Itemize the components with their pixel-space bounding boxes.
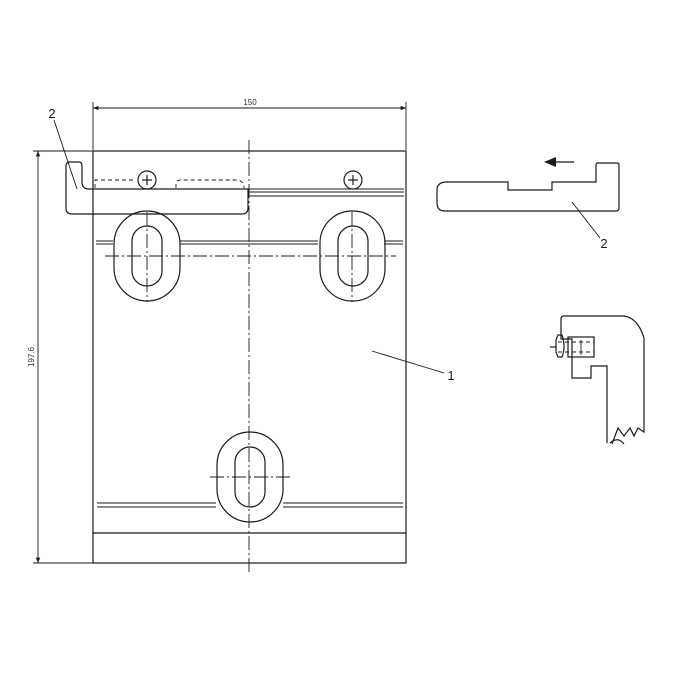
callout-bracket-main-label: 2 [48,106,55,121]
bracket-on-plate [65,161,249,215]
left-arrow-icon [544,157,574,167]
screw-head-icon [137,170,157,190]
screw-head-icon [343,170,363,190]
center-lines [105,140,396,575]
side-section-detail [550,315,645,445]
width-dimension: 150 [92,98,407,150]
mounting-plate [92,150,407,564]
callout-plate: 1 [371,350,455,383]
callout-bracket-main: 2 [48,106,78,190]
height-dimension-label: 197.6 [27,346,36,367]
callout-bracket-detail-label: 2 [600,236,607,251]
callout-plate-label: 1 [447,368,454,383]
bracket-detail: 2 [436,162,620,251]
height-dimension: 197.6 [27,150,93,564]
width-dimension-label: 150 [243,98,257,107]
